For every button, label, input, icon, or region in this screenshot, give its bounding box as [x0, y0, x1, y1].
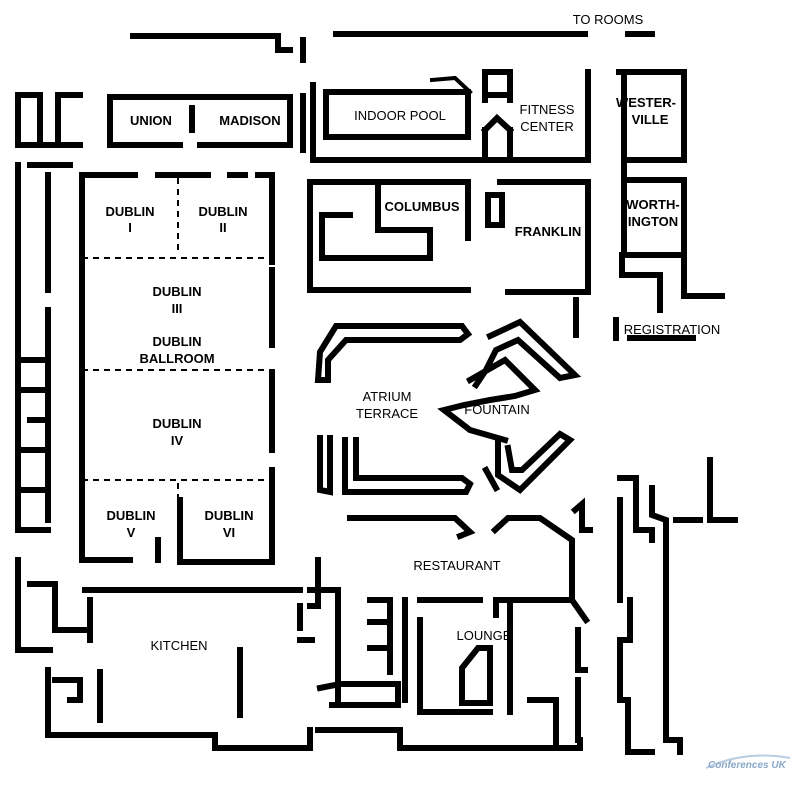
label-westerville-2: VILLE [632, 112, 669, 127]
label-fountain: FOUNTAIN [464, 402, 529, 417]
label-to-rooms: TO ROOMS [573, 12, 644, 27]
label-dublin-2a: DUBLIN [198, 204, 247, 219]
label-columbus: COLUMBUS [384, 199, 459, 214]
label-worthington-2: INGTON [628, 214, 678, 229]
watermark-logo: Conferences UK [705, 754, 791, 771]
label-dublin-1a: DUBLIN [105, 204, 154, 219]
label-dublin-5a: DUBLIN [106, 508, 155, 523]
label-terrace: TERRACE [356, 406, 418, 421]
label-dublin-ballroom-a: DUBLIN [152, 334, 201, 349]
label-dublin-2b: II [219, 220, 226, 235]
label-dublin-4b: IV [171, 433, 184, 448]
label-kitchen: KITCHEN [150, 638, 207, 653]
label-fitness-center-2: CENTER [520, 119, 573, 134]
label-lounge: LOUNGE [457, 628, 512, 643]
label-franklin: FRANKLIN [515, 224, 581, 239]
watermark: Conferences UK [708, 760, 787, 771]
label-westerville-1: WESTER- [616, 95, 676, 110]
label-dublin-6a: DUBLIN [204, 508, 253, 523]
label-registration: REGISTRATION [624, 322, 721, 337]
label-atrium: ATRIUM [363, 389, 412, 404]
label-dublin-3a: DUBLIN [152, 284, 201, 299]
label-madison: MADISON [219, 113, 280, 128]
walls [15, 31, 738, 755]
label-restaurant: RESTAURANT [413, 558, 500, 573]
label-dublin-3b: III [172, 301, 183, 316]
label-dublin-5b: V [127, 525, 136, 540]
label-union: UNION [130, 113, 172, 128]
label-fitness-center-1: FITNESS [520, 102, 575, 117]
label-worthington-1: WORTH- [626, 197, 679, 212]
label-dublin-4a: DUBLIN [152, 416, 201, 431]
label-dublin-ballroom-b: BALLROOM [139, 351, 214, 366]
room-labels: TO ROOMS UNION MADISON INDOOR POOL FITNE… [105, 12, 720, 653]
label-dublin-1b: I [128, 220, 132, 235]
label-indoor-pool: INDOOR POOL [354, 108, 446, 123]
label-dublin-6b: VI [223, 525, 235, 540]
